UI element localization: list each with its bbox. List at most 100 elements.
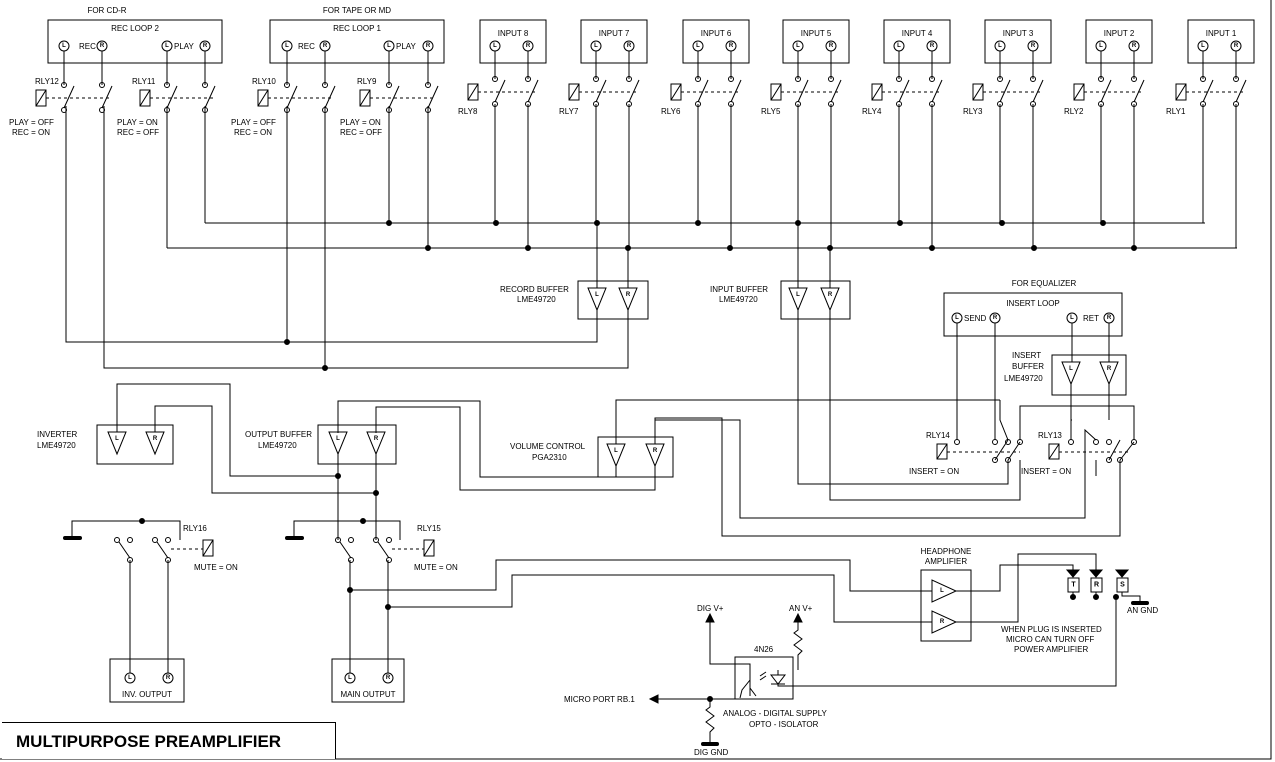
svg-text:INPUT 5: INPUT 5 — [801, 29, 832, 38]
svg-text:MAIN OUTPUT: MAIN OUTPUT — [340, 690, 395, 699]
relay-blade — [1235, 79, 1247, 103]
main-output-box — [331, 658, 405, 703]
svg-text:T: T — [1071, 582, 1076, 589]
relay-contact — [795, 76, 801, 82]
svg-text:R: R — [940, 619, 945, 625]
for-tape-note: FOR TAPE OR MD — [323, 6, 391, 15]
svg-text:VOLUME CONTROL: VOLUME CONTROL — [510, 442, 586, 451]
svg-text:R: R — [828, 292, 833, 298]
relay-blade — [156, 541, 169, 559]
svg-text:L: L — [165, 43, 169, 49]
relay-contact — [695, 76, 701, 82]
relay-contact — [626, 76, 632, 82]
input-box — [1187, 19, 1255, 64]
svg-text:INPUT BUFFER: INPUT BUFFER — [710, 285, 768, 294]
relay-contact — [61, 82, 67, 88]
svg-text:L: L — [336, 436, 340, 442]
relay-contact — [1068, 439, 1074, 445]
svg-text:R: R — [203, 43, 208, 49]
relay-blade — [166, 85, 178, 109]
svg-text:INPUT 1: INPUT 1 — [1206, 29, 1237, 38]
relay-contact — [929, 76, 935, 82]
relay-blade — [898, 79, 910, 103]
junction — [1031, 245, 1037, 251]
svg-text:WHEN PLUG IS INSERTED: WHEN PLUG IS INSERTED — [1001, 625, 1102, 634]
rly10-label: RLY10 — [252, 77, 276, 86]
relay-contact — [1233, 76, 1239, 82]
inverter-box — [96, 424, 174, 465]
svg-text:DIG V+: DIG V+ — [697, 604, 724, 613]
relay-contact — [954, 439, 960, 445]
svg-text:RLY15: RLY15 — [417, 524, 441, 533]
rec-loop-2-box — [47, 19, 223, 64]
input-relay-label: RLY6 — [661, 107, 681, 116]
svg-text:DIG GND: DIG GND — [694, 748, 728, 757]
relay-coil-slash — [467, 83, 479, 101]
svg-text:L: L — [493, 43, 497, 49]
junction — [1093, 594, 1099, 600]
svg-text:ANALOG - DIGITAL SUPPLY: ANALOG - DIGITAL SUPPLY — [723, 709, 828, 718]
svg-text:RECORD BUFFER: RECORD BUFFER — [500, 285, 569, 294]
svg-text:PLAY: PLAY — [396, 42, 417, 51]
relay-blade — [286, 85, 298, 109]
svg-text:R: R — [1031, 43, 1036, 49]
relay-blade — [1007, 441, 1021, 461]
svg-text:R: R — [323, 43, 328, 49]
volume-control-box — [597, 436, 674, 478]
relay-coil — [423, 539, 435, 557]
svg-text:R: R — [930, 43, 935, 49]
relay-contact — [1093, 439, 1099, 445]
junction — [727, 245, 733, 251]
svg-text:INPUT 3: INPUT 3 — [1003, 29, 1034, 38]
svg-text:PLAY = OFF: PLAY = OFF — [9, 118, 54, 127]
output-buffer-box — [317, 424, 397, 465]
svg-text:REC = ON: REC = ON — [234, 128, 272, 137]
svg-text:AMPLIFIER: AMPLIFIER — [925, 557, 967, 566]
svg-text:L: L — [62, 43, 66, 49]
relay-contact — [1098, 76, 1104, 82]
relay-contact — [386, 82, 392, 88]
relay-blade — [527, 79, 539, 103]
svg-text:PGA2310: PGA2310 — [532, 453, 567, 462]
relay-contact — [593, 76, 599, 82]
relay-coil-slash — [423, 539, 435, 557]
relay-contact — [828, 76, 834, 82]
svg-text:OPTO - ISOLATOR: OPTO - ISOLATOR — [749, 720, 819, 729]
svg-text:R: R — [1094, 582, 1099, 589]
relay-blade — [931, 79, 943, 103]
relay-contact — [322, 82, 328, 88]
svg-text:R: R — [627, 43, 632, 49]
optoisolator-box — [734, 656, 794, 700]
relay-blade — [797, 79, 809, 103]
svg-text:REC: REC — [298, 42, 315, 51]
svg-text:L: L — [387, 43, 391, 49]
svg-text:MICRO PORT RB.1: MICRO PORT RB.1 — [564, 695, 635, 704]
relay-contact — [997, 76, 1003, 82]
input-relay-label: RLY5 — [761, 107, 781, 116]
svg-text:INVERTER: INVERTER — [37, 430, 78, 439]
relay-blade — [830, 79, 842, 103]
relay-contact — [202, 82, 208, 88]
svg-text:R: R — [386, 675, 391, 681]
relay-coil — [202, 539, 214, 557]
relay-contact — [386, 537, 392, 543]
svg-text:R: R — [100, 43, 105, 49]
relay-contact — [164, 82, 170, 88]
relay-contact — [127, 537, 133, 543]
relay-blade — [1032, 79, 1044, 103]
svg-text:INSERT LOOP: INSERT LOOP — [1006, 299, 1060, 308]
svg-text:BUFFER: BUFFER — [1012, 362, 1044, 371]
svg-text:PLAY = OFF: PLAY = OFF — [231, 118, 276, 127]
svg-text:RLY13: RLY13 — [1038, 431, 1062, 440]
svg-text:L: L — [998, 43, 1002, 49]
relay-contact — [896, 76, 902, 82]
rly11-label: RLY11 — [132, 77, 156, 86]
svg-text:L: L — [1070, 315, 1074, 321]
svg-text:R: R — [829, 43, 834, 49]
svg-text:L: L — [115, 436, 119, 442]
relay-blade — [994, 439, 1009, 461]
relay-contact — [525, 76, 531, 82]
svg-text:INPUT 2: INPUT 2 — [1104, 29, 1135, 38]
